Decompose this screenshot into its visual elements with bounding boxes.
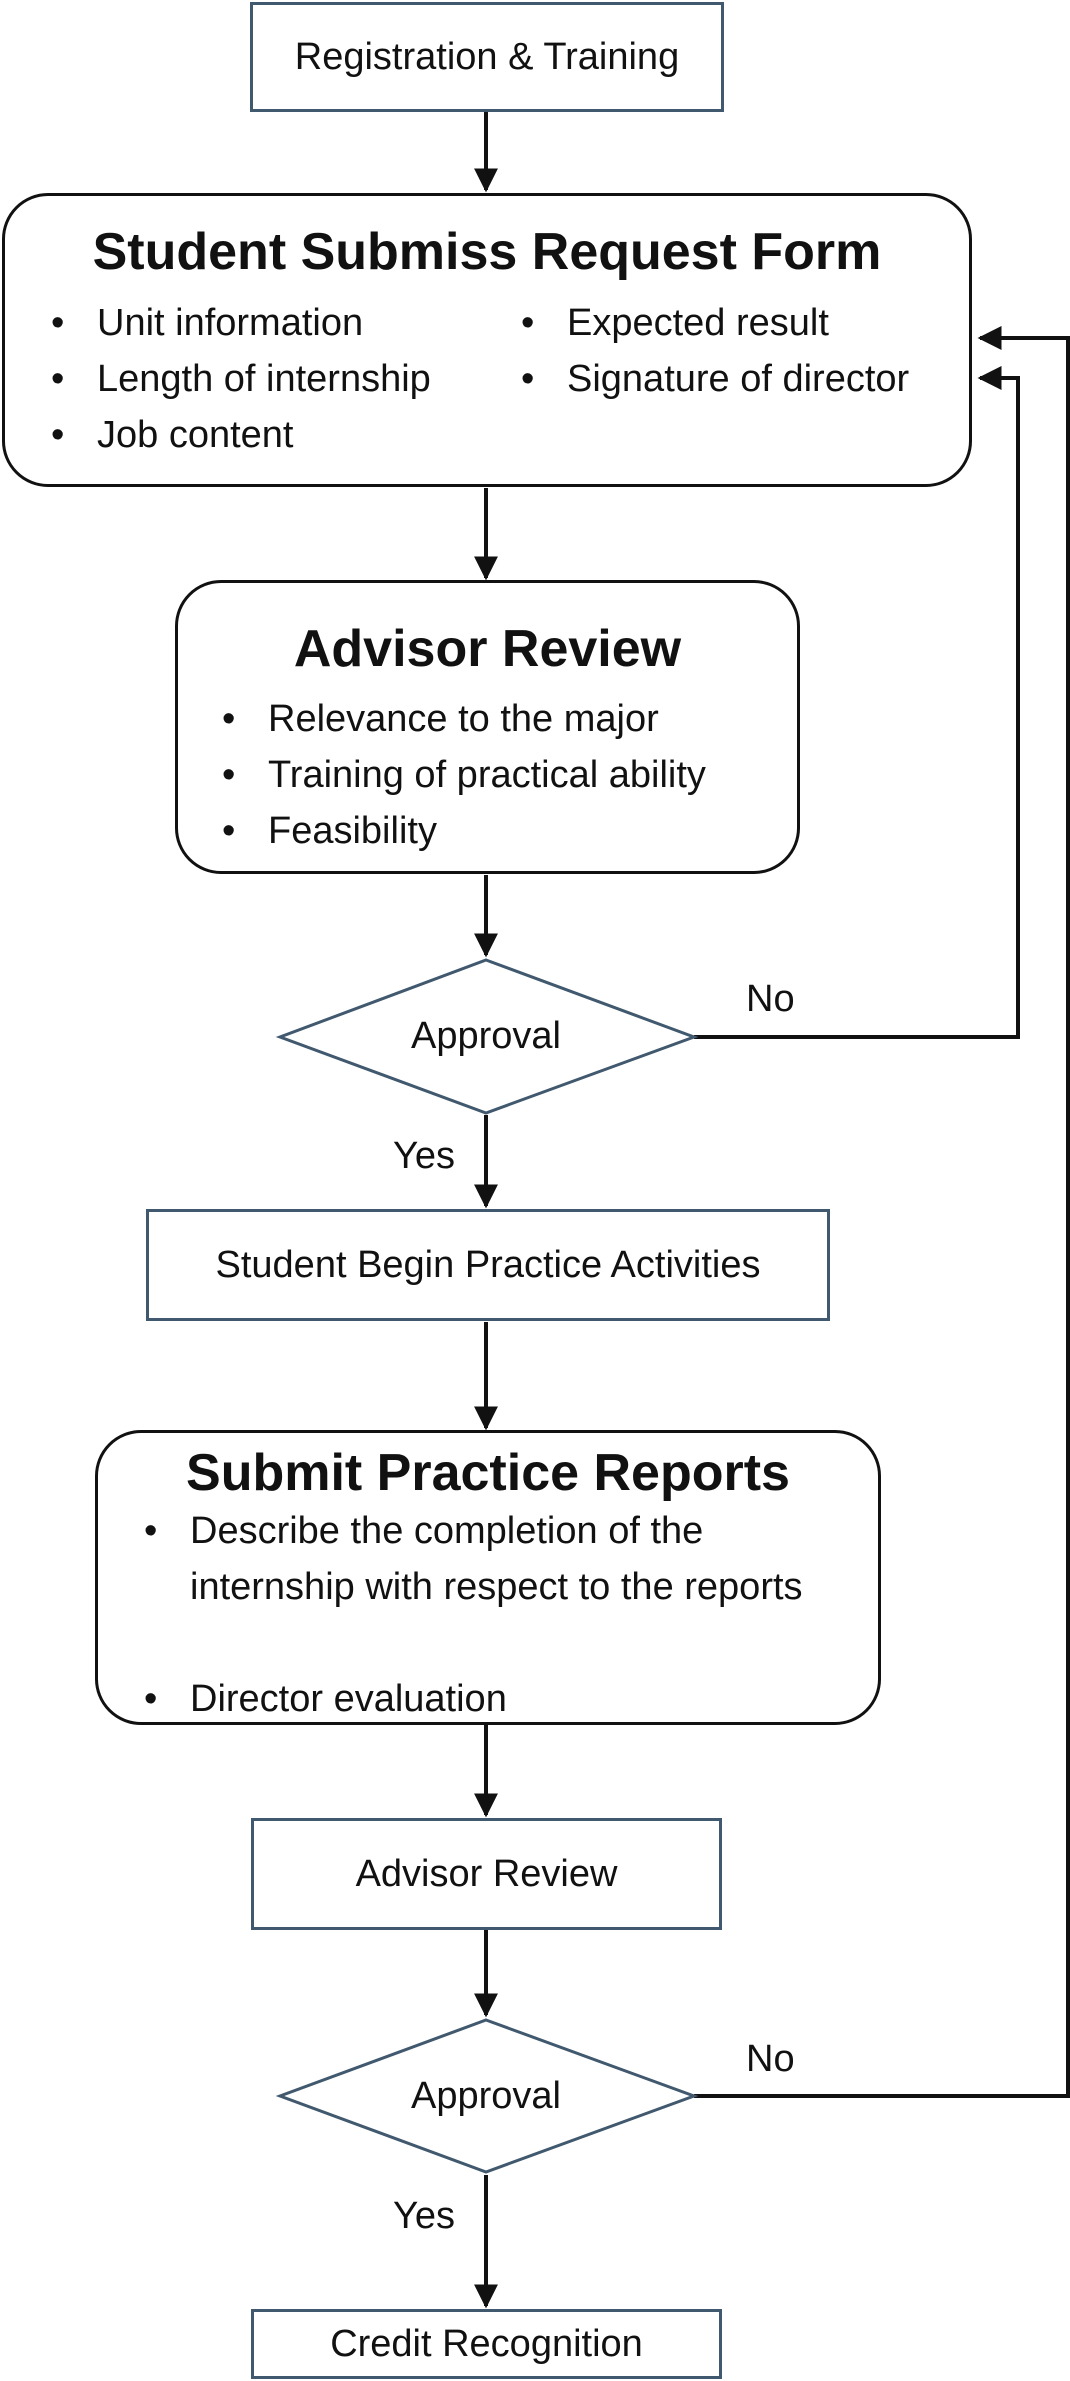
advisor-review-title: Advisor Review — [293, 620, 682, 678]
bullet-text: Describe the completion of the internshi… — [190, 1510, 803, 1608]
credit-box: Credit Recognition — [251, 2309, 722, 2379]
advisor-review-bullet: • Feasibility — [222, 803, 437, 859]
bullet-dot: • — [51, 302, 65, 344]
credit-label: Credit Recognition — [330, 2322, 643, 2365]
practice-reports-bullet: • Describe the completion of the interns… — [144, 1503, 810, 1615]
approval-diamond-1 — [275, 958, 699, 1115]
request-form-bullet: • Length of internship — [51, 351, 431, 407]
bullet-dot: • — [144, 1678, 158, 1720]
bullet-text: Expected result — [567, 302, 829, 344]
bullet-text: Unit information — [97, 302, 364, 344]
bullet-text: Job content — [97, 414, 294, 456]
bullet-dot: • — [144, 1510, 158, 1552]
approval-label: Approval — [411, 2075, 561, 2117]
bullet-dot: • — [222, 810, 236, 852]
no-label: No — [746, 2038, 795, 2080]
bullet-text: Training of practical ability — [268, 754, 706, 796]
no-loop-1 — [694, 366, 1020, 1039]
approval-diamond-2 — [275, 2018, 699, 2174]
bullet-text: Director evaluation — [190, 1678, 507, 1720]
bullet-dot: • — [521, 358, 535, 400]
bullet-dot: • — [51, 414, 65, 456]
bullet-text: Feasibility — [268, 810, 437, 852]
bullet-dot: • — [521, 302, 535, 344]
begin-practice-box: Student Begin Practice Activities — [146, 1209, 830, 1321]
bullet-dot: • — [222, 698, 236, 740]
yes-label: Yes — [393, 1135, 455, 1177]
no-label: No — [746, 978, 795, 1020]
registration-label: Registration & Training — [294, 35, 680, 78]
advisor-review-box: Advisor Review • Relevance to the major … — [175, 580, 800, 874]
request-form-bullet: • Expected result — [521, 295, 829, 351]
advisor-review-bullet: • Relevance to the major — [222, 691, 659, 747]
begin-practice-label: Student Begin Practice Activities — [215, 1243, 761, 1286]
request-form-title: Student Submiss Request Form — [92, 223, 882, 281]
registration-box: Registration & Training — [250, 2, 724, 112]
bullet-text: Signature of director — [567, 358, 910, 400]
yes-label: Yes — [393, 2195, 455, 2237]
advisor-review-bullet: • Training of practical ability — [222, 747, 706, 803]
bullet-text: Length of internship — [97, 358, 431, 400]
practice-reports-box: Submit Practice Reports • Describe the c… — [95, 1430, 881, 1725]
practice-reports-title: Submit Practice Reports — [186, 1444, 790, 1502]
request-form-bullet: • Unit information — [51, 295, 364, 351]
bullet-text: Relevance to the major — [268, 698, 659, 740]
approval-label: Approval — [411, 1015, 561, 1057]
bullet-dot: • — [222, 754, 236, 796]
request-form-bullet: • Job content — [51, 407, 294, 463]
practice-reports-bullet: • Director evaluation — [144, 1671, 507, 1727]
bullet-dot: • — [51, 358, 65, 400]
request-form-box: Student Submiss Request Form • Unit info… — [2, 193, 972, 487]
advisor-review-2-label: Advisor Review — [355, 1852, 618, 1895]
advisor-review-2-box: Advisor Review — [251, 1818, 722, 1930]
request-form-bullet: • Signature of director — [521, 351, 910, 407]
no-loop-2 — [694, 326, 1070, 2098]
